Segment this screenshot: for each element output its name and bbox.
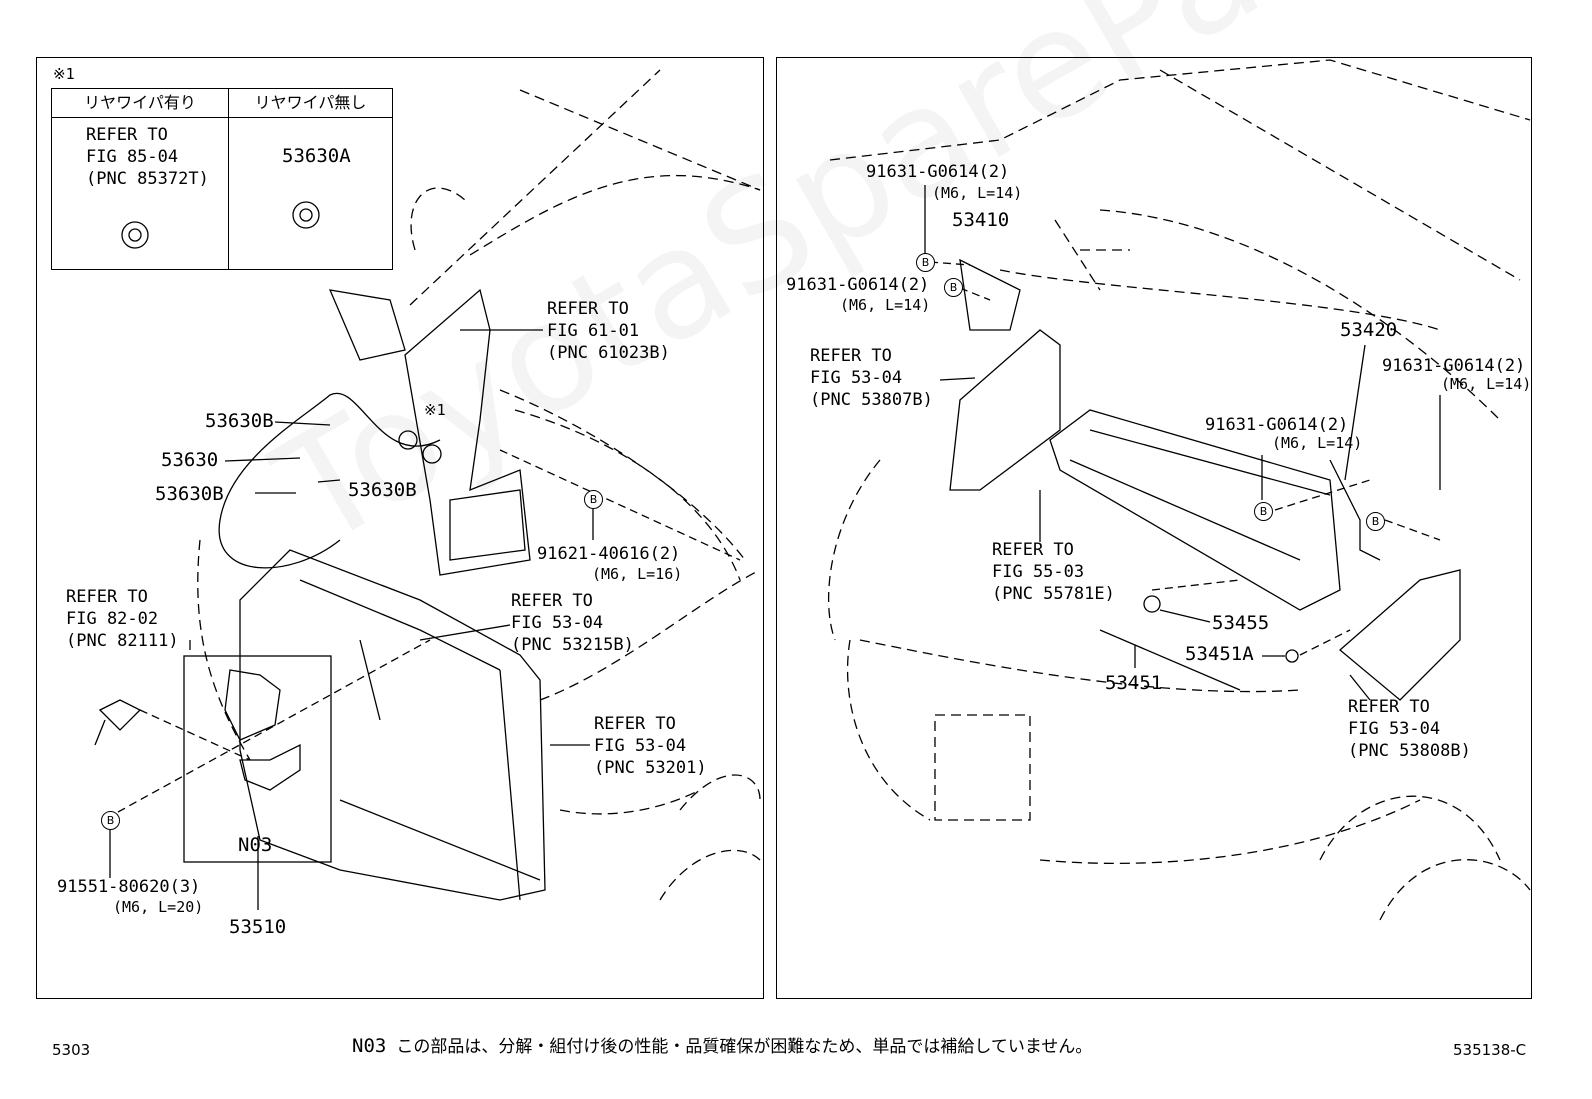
ref-fig-53-04-c: REFER TO FIG 53-04 (PNC 53807B) <box>810 346 933 410</box>
part-53410: 53410 <box>952 209 1010 231</box>
bolt-91551-spec: (M6, L=20) <box>113 898 204 916</box>
part-53455: 53455 <box>1212 612 1270 634</box>
bolt-91631-d-spec: (M6, L=14) <box>1272 434 1363 452</box>
circle-b-marker: B <box>944 278 963 297</box>
circle-b-marker: B <box>584 490 603 509</box>
table-header-without-rear-wiper: リヤワイパ無し <box>228 89 393 118</box>
bolt-91631-a: 91631-G0614(2) <box>866 162 1010 182</box>
footnote-code: N03 <box>352 1035 387 1057</box>
table-divider <box>228 89 229 269</box>
ref-fig-61-01: REFER TO FIG 61-01 (PNC 61023B) <box>547 299 670 363</box>
bolt-91621-spec: (M6, L=16) <box>592 565 683 583</box>
bolt-91621-40616: 91621-40616(2) <box>537 544 681 564</box>
bolt-91631-b-spec: (M6, L=14) <box>840 296 931 314</box>
ref-fig-55-03: REFER TO FIG 55-03 (PNC 55781E) <box>992 540 1115 604</box>
ref-fig-53-04-b: REFER TO FIG 53-04 (PNC 53201) <box>594 714 707 778</box>
part-n03: N03 <box>238 834 273 856</box>
left-diagram-panel <box>36 57 764 999</box>
bolt-91631-d: 91631-G0614(2) <box>1205 415 1349 435</box>
bolt-91631-c: 91631-G0614(2) <box>1382 356 1526 376</box>
part-53630B-a: 53630B <box>205 410 274 432</box>
page-number-left: 5303 <box>52 1041 91 1059</box>
part-53630A: 53630A <box>282 145 351 167</box>
part-53630: 53630 <box>161 449 219 471</box>
wiper-option-table: リヤワイパ有り リヤワイパ無し <box>51 88 393 270</box>
circle-b-marker: B <box>101 811 120 830</box>
circle-b-marker: B <box>1254 502 1273 521</box>
ref-fig-53-04-d: REFER TO FIG 53-04 (PNC 53808B) <box>1348 697 1471 761</box>
page-number-right: 535138-C <box>1453 1041 1527 1059</box>
bolt-91631-b: 91631-G0614(2) <box>786 275 930 295</box>
circle-b-marker: B <box>916 253 935 272</box>
circle-b-marker: B <box>1366 512 1385 531</box>
part-53510: 53510 <box>229 916 287 938</box>
footnote-text: この部品は、分解・組付け後の性能・品質確保が困難なため、単品では補給していません… <box>396 1037 1093 1057</box>
footnote: N03 この部品は、分解・組付け後の性能・品質確保が困難なため、単品では補給してい… <box>352 1032 1092 1057</box>
table-header-with-rear-wiper: リヤワイパ有り <box>52 89 228 118</box>
part-53630B-b: 53630B <box>348 479 417 501</box>
note-mark: ※1 <box>53 65 75 83</box>
part-53630B-c: 53630B <box>155 483 224 505</box>
right-diagram-panel <box>776 57 1532 999</box>
bolt-91631-c-spec: (M6, L=14) <box>1441 375 1532 393</box>
table-ref-85-04: REFER TO FIG 85-04 (PNC 85372T) <box>86 125 209 189</box>
ref-fig-82-02: REFER TO FIG 82-02 (PNC 82111) <box>66 587 179 651</box>
part-53451: 53451 <box>1105 672 1163 694</box>
ref-fig-53-04-a: REFER TO FIG 53-04 (PNC 53215B) <box>511 591 634 655</box>
bolt-91631-a-spec: (M6, L=14) <box>932 184 1023 202</box>
mark-1: ※1 <box>424 401 446 419</box>
part-53420: 53420 <box>1340 319 1398 341</box>
part-53451A: 53451A <box>1185 643 1254 665</box>
bolt-91551-80620: 91551-80620(3) <box>57 877 201 897</box>
